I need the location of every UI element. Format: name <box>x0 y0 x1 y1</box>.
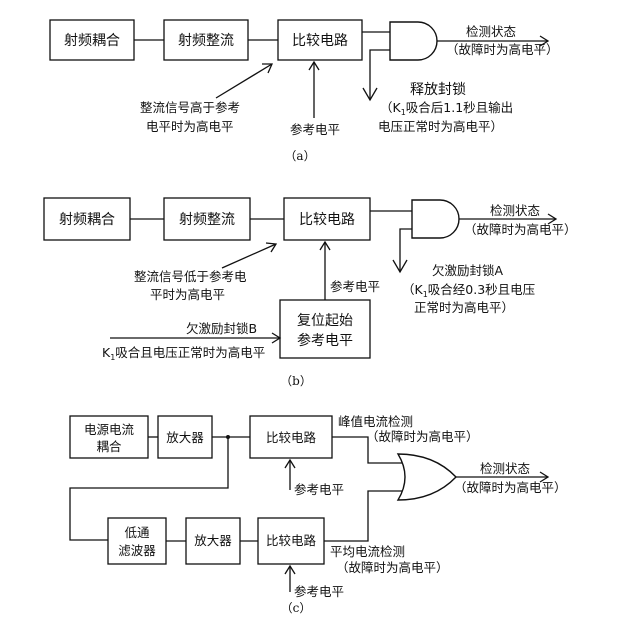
c-branch-wire <box>69 437 229 541</box>
diagram-a: 射频耦合 射频整流 比较电路 检测状态 （故障时为高电平） 整流信号高于参考 电… <box>49 19 559 163</box>
c-ref2-label: 参考电平 <box>294 584 344 599</box>
b-compare-block <box>283 197 371 241</box>
b-rf-coupling-label: 射频耦合 <box>59 212 115 228</box>
c-compare1-label: 比较电路 <box>266 430 317 445</box>
b-rectify-note-line1: 整流信号低于参考电 <box>134 269 247 284</box>
c-ref1-label: 参考电平 <box>294 482 344 497</box>
c-amp2-label: 放大器 <box>194 533 232 548</box>
c-peak-wire <box>332 436 408 464</box>
b-reset-ref-block <box>279 299 371 359</box>
a-rectify-note-line1: 整流信号高于参考 <box>140 100 240 115</box>
b-excite-a-label: 欠激励封锁A <box>432 263 504 278</box>
b-and-gate-icon <box>411 199 460 239</box>
a-release-arrow <box>362 87 378 102</box>
a-compare-block <box>277 19 363 61</box>
c-lowpass-line1: 低通 <box>124 525 150 540</box>
a-rectify-pointer-head <box>262 63 274 74</box>
b-rectify-pointer-head <box>265 242 278 253</box>
c-amp2-block <box>185 517 241 565</box>
b-excite-a-note-line1: （K1吸合经0.3秒且电压 <box>402 282 535 299</box>
b-ref-arrow <box>319 240 331 251</box>
c-compare2-label: 比较电路 <box>266 533 317 548</box>
b-excite-b-arrow <box>271 332 282 344</box>
b-rf-rectify-label: 射频整流 <box>179 212 235 228</box>
a-rf-coupling-label: 射频耦合 <box>64 33 120 49</box>
b-excite-a-note-line2: 正常时为高电平） <box>414 300 514 315</box>
b-rectify-note-line2: 平时为高电平 <box>150 287 225 302</box>
a-output-arrow <box>539 35 550 47</box>
a-release-wire <box>369 49 390 100</box>
b-excite-b-note: K1吸合且电压正常时为高电平 <box>102 345 265 362</box>
b-output-arrow <box>547 213 558 225</box>
c-lowpass-line2: 滤波器 <box>118 543 156 558</box>
c-power-coupling-line1: 电源电流 <box>84 422 135 437</box>
a-output-note: （故障时为高电平） <box>446 42 559 57</box>
b-rectify-pointer <box>221 243 277 269</box>
b-output-label: 检测状态 <box>490 203 540 218</box>
c-or-gate-icon <box>396 453 457 501</box>
c-output-label: 检测状态 <box>480 461 530 476</box>
b-excite-a-wire <box>399 228 412 272</box>
diagram-b: 射频耦合 射频整流 比较电路 检测状态 （故障时为高电平） 整流信号低于参考电 … <box>43 197 577 388</box>
c-output-arrow <box>539 471 550 483</box>
a-output-label: 检测状态 <box>466 24 516 39</box>
b-reset-ref-line2: 参考电平 <box>297 332 353 349</box>
b-excite-b-label: 欠激励封锁B <box>186 321 257 336</box>
a-rf-coupling-block <box>49 19 135 61</box>
c-amp1-label: 放大器 <box>166 430 204 445</box>
a-rectify-pointer <box>215 63 273 99</box>
c-ref2-arrow <box>284 564 296 575</box>
a-and-gate-icon <box>389 21 438 61</box>
a-caption: （a） <box>284 149 315 163</box>
a-release-note-line2: 电压正常时为高电平） <box>378 119 503 134</box>
c-output-note: （故障时为高电平） <box>454 480 567 495</box>
b-output-note: （故障时为高电平） <box>464 222 577 237</box>
b-rf-coupling-block <box>43 197 131 241</box>
b-compare-label: 比较电路 <box>299 212 355 228</box>
c-avg-wire <box>324 490 408 542</box>
b-caption: （b） <box>280 374 312 388</box>
a-ref-arrow <box>308 60 320 71</box>
c-caption: （c） <box>281 601 312 615</box>
c-peak-label: 峰值电流检测 <box>338 414 413 429</box>
c-avg-note: （故障时为高电平） <box>336 560 449 575</box>
a-rf-rectify-label: 射频整流 <box>178 33 234 49</box>
c-power-coupling-line2: 耦合 <box>96 439 122 454</box>
a-compare-label: 比较电路 <box>292 33 348 49</box>
diagram-c: 电源电流 耦合 放大器 比较电路 参考电平 峰值电流检测 （故障时为高电平） 低… <box>69 414 567 615</box>
b-ref-label: 参考电平 <box>330 279 380 294</box>
b-reset-ref-line1: 复位起始 <box>297 312 353 329</box>
a-rf-rectify-block <box>163 19 249 61</box>
c-compare2-block <box>257 517 325 565</box>
c-ref1-arrow <box>284 458 296 469</box>
a-release-title: 释放封锁 <box>410 82 466 98</box>
a-rectify-note-line2: 电平时为高电平 <box>146 119 234 134</box>
c-peak-note: （故障时为高电平） <box>366 429 479 444</box>
a-ref-label: 参考电平 <box>290 122 340 137</box>
b-rf-rectify-block <box>163 197 251 241</box>
a-release-note-line1: （K1吸合后1.1秒且输出 <box>380 100 513 117</box>
c-compare1-block <box>249 415 333 459</box>
b-excite-a-arrow <box>392 259 408 274</box>
c-avg-label: 平均电流检测 <box>330 544 405 559</box>
c-amp1-block <box>157 415 213 459</box>
